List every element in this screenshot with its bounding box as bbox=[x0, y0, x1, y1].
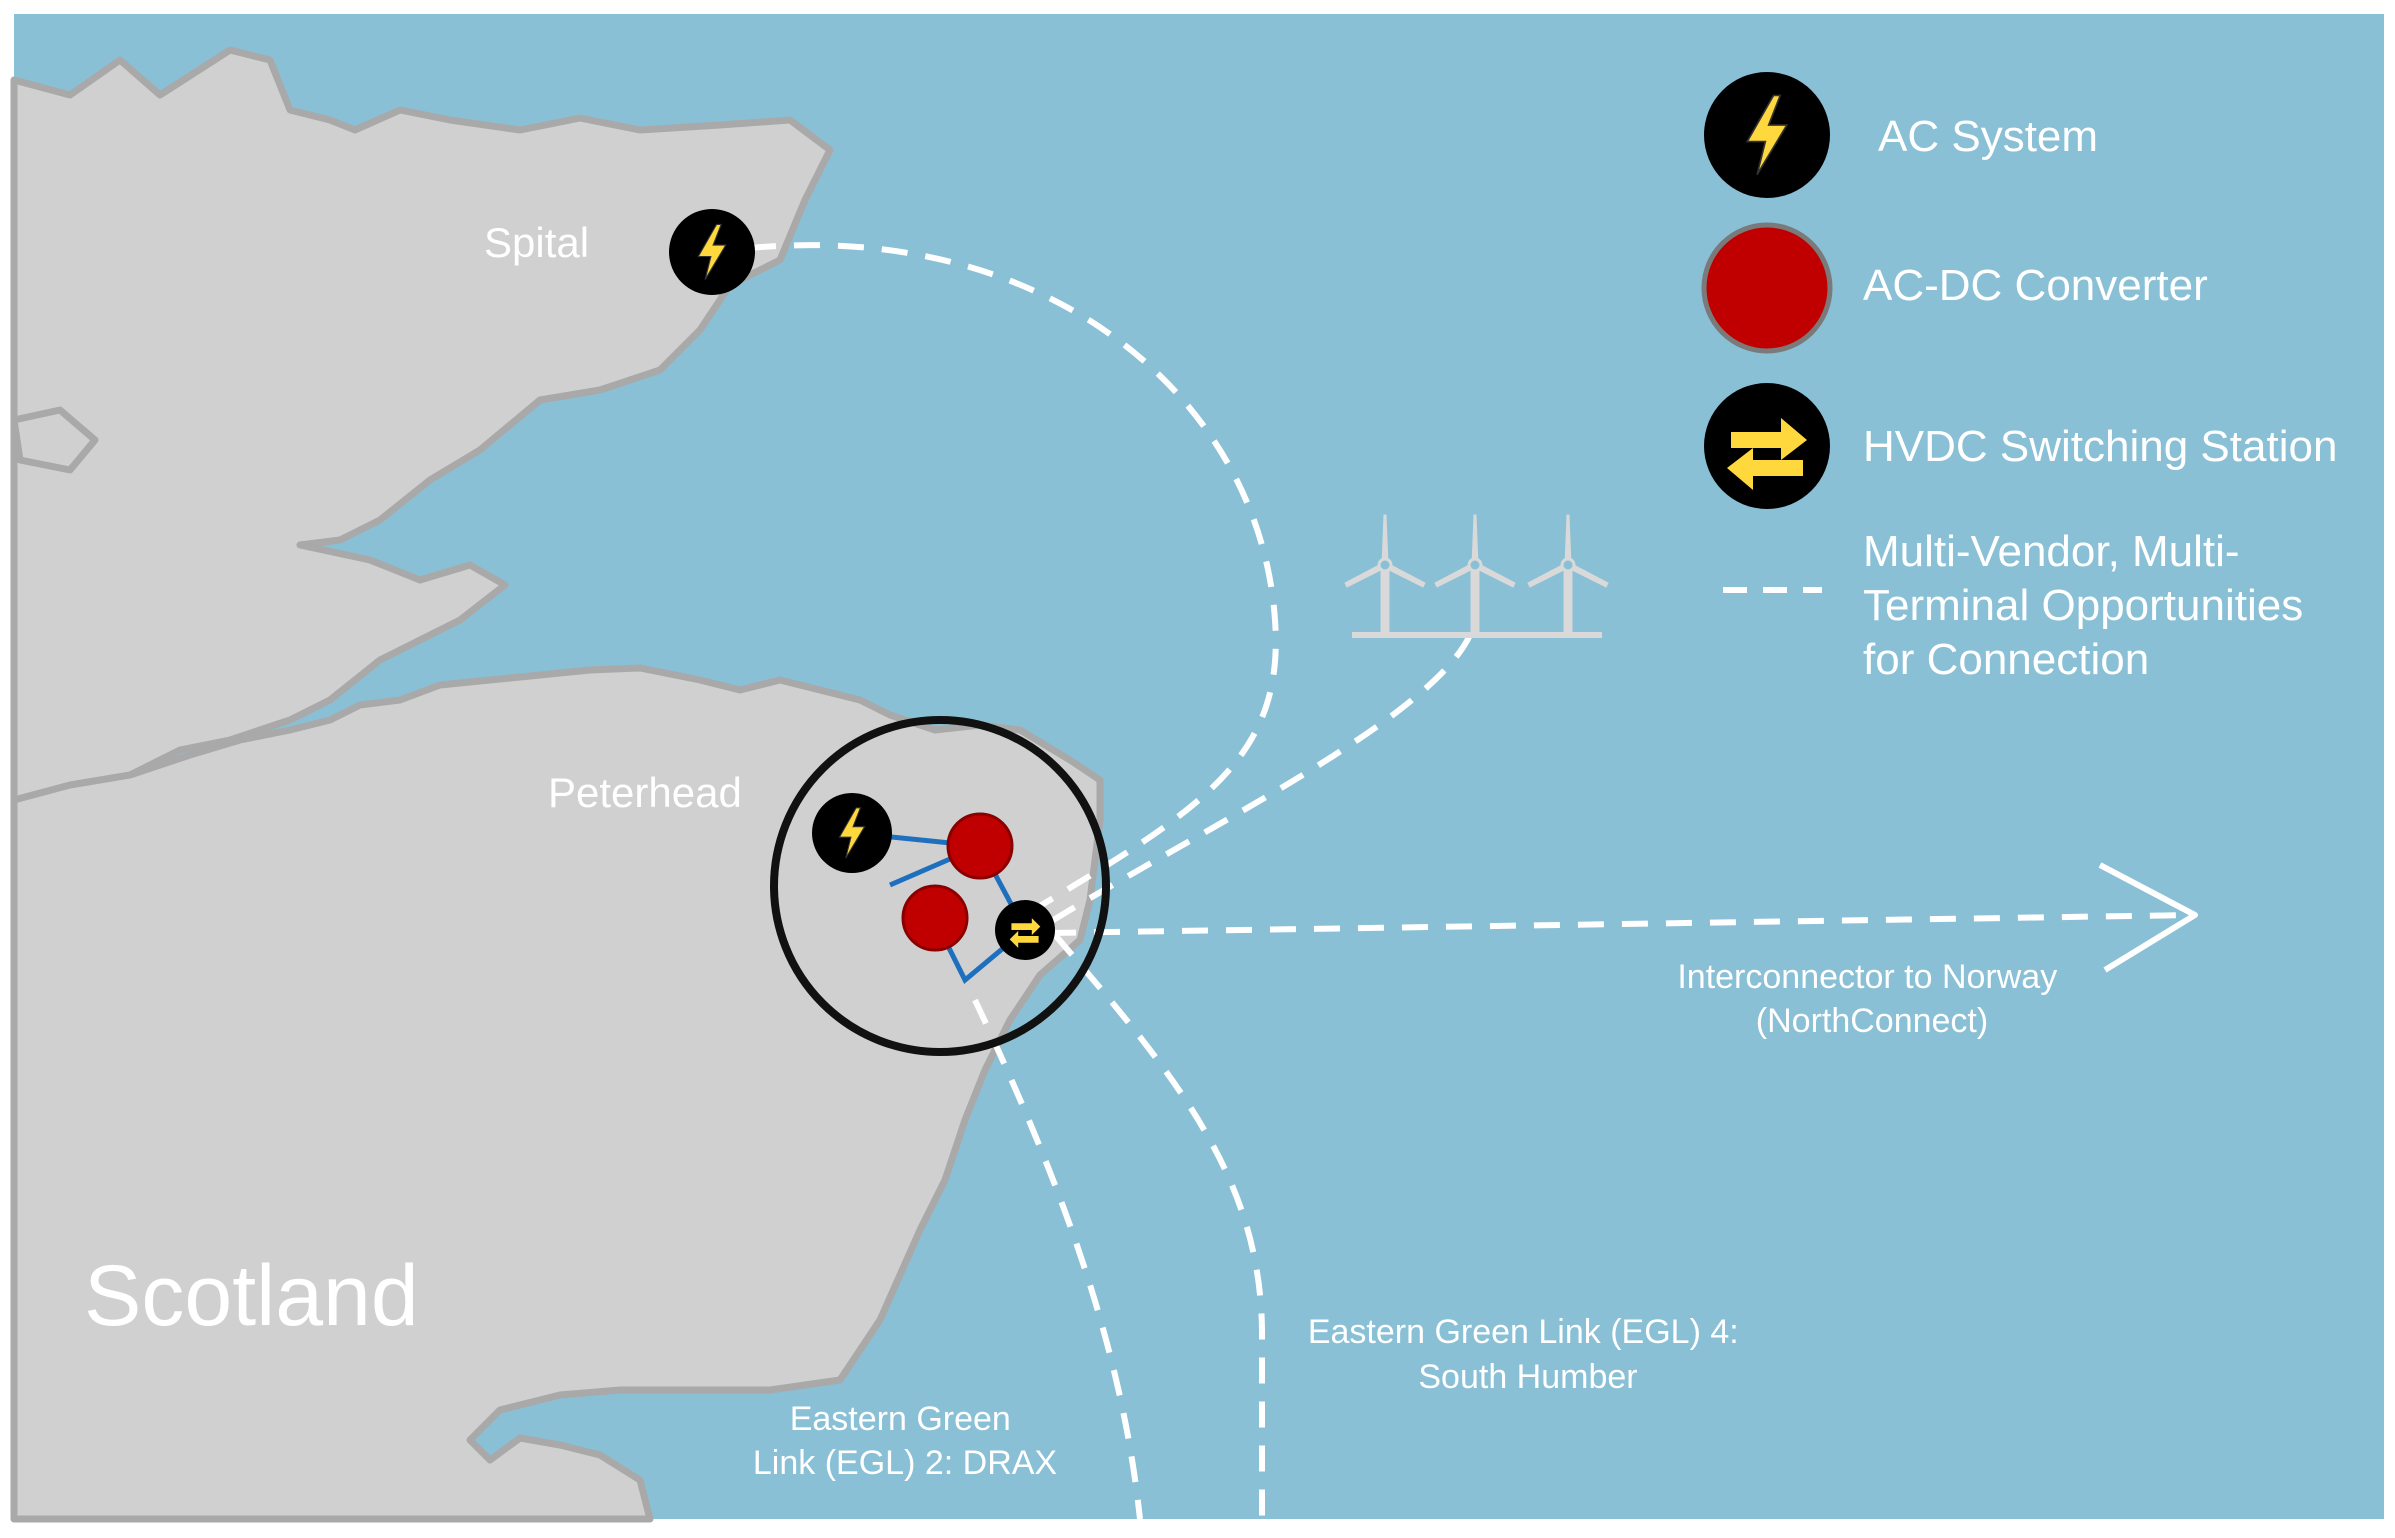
route-label-norway: Interconnector to Norway (NorthConnect) bbox=[1677, 958, 2066, 1040]
route-norway bbox=[1049, 912, 2196, 936]
region-label-scotland: Scotland bbox=[84, 1248, 419, 1344]
legend-hvdc-label: HVDC Switching Station bbox=[1863, 422, 2337, 471]
route-spital bbox=[749, 242, 1279, 918]
route-label-egl2: Eastern Green Link (EGL) 2: DRAX bbox=[753, 1400, 1057, 1482]
wind-farm-icon bbox=[1344, 514, 1609, 638]
northern-landmass bbox=[10, 46, 834, 804]
route-egl4 bbox=[1052, 933, 1265, 1519]
legend-converter-label: AC-DC Converter bbox=[1863, 261, 2208, 310]
turbine-icon bbox=[1527, 514, 1609, 636]
spital-ac-node bbox=[669, 209, 755, 295]
southern-landmass bbox=[10, 664, 1104, 1523]
peterhead-converter-2 bbox=[901, 884, 969, 952]
legend: AC System AC-DC Converter HVDC Switching… bbox=[1701, 72, 2337, 684]
norway-arrow-head bbox=[2098, 862, 2198, 973]
peterhead-ac-node bbox=[812, 793, 892, 873]
place-label-spital: Spital bbox=[484, 219, 589, 266]
northern-promontory bbox=[10, 406, 99, 474]
legend-hvdc-icon bbox=[1704, 383, 1830, 509]
legend-converter-icon bbox=[1701, 222, 1833, 354]
turbine-icon bbox=[1434, 514, 1516, 636]
route-label-egl4: Eastern Green Link (EGL) 4: South Humber bbox=[1308, 1313, 1748, 1396]
legend-ac-icon bbox=[1704, 72, 1830, 198]
peterhead-hub-circle bbox=[770, 716, 1110, 1056]
route-windfarm bbox=[1043, 633, 1473, 928]
turbine-icon bbox=[1344, 514, 1426, 636]
dashed-routes bbox=[749, 242, 2196, 1520]
route-egl2 bbox=[972, 998, 1143, 1520]
legend-ac-label: AC System bbox=[1878, 112, 2098, 161]
peterhead-hvdc-node bbox=[995, 900, 1055, 960]
place-label-peterhead: Peterhead bbox=[548, 769, 742, 816]
peterhead-converter-1 bbox=[946, 812, 1014, 880]
legend-dashed-label: Multi-Vendor, Multi- Terminal Opportunit… bbox=[1863, 527, 2315, 684]
